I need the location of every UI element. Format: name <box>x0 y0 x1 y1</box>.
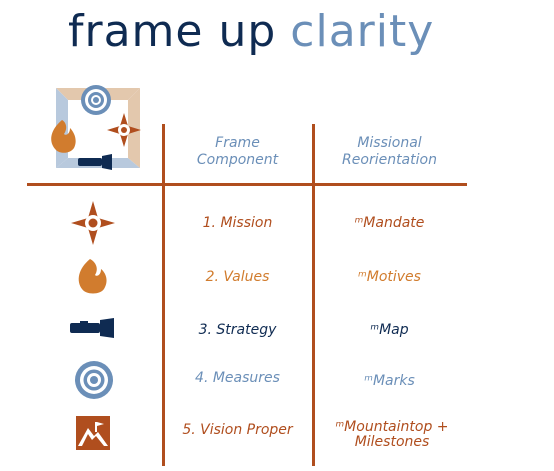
frame-composite-icon <box>48 80 148 172</box>
row-1-reorientation: ᵐMandate <box>354 215 425 231</box>
row-4-reorientation: ᵐMarks <box>364 373 415 389</box>
compass-star-icon <box>70 200 116 246</box>
column-header-frame-component: Frame Component <box>175 135 300 169</box>
column-header-frame-component-text: Frame Component <box>196 135 279 168</box>
title-word-clarity: clarity <box>290 6 435 57</box>
header-divider <box>27 183 467 186</box>
flame-icon <box>76 257 110 297</box>
column-divider-left <box>162 124 165 466</box>
row-2-component: 2. Values <box>205 269 270 285</box>
row-5-reorientation-text: ᵐMountaintop + Milestones <box>335 419 449 450</box>
flashlight-icon <box>70 318 116 338</box>
target-icon <box>74 360 114 400</box>
page-title: frame up clarity <box>68 6 434 58</box>
row-3-component: 3. Strategy <box>198 322 277 338</box>
column-header-missional-reorientation-text: Missional Reorientation <box>342 135 437 168</box>
mountain-icon <box>76 416 110 450</box>
row-5-component: 5. Vision Proper <box>182 422 293 438</box>
column-header-missional-reorientation: Missional Reorientation <box>322 135 457 169</box>
column-divider-right <box>312 124 315 466</box>
row-5-reorientation: ᵐMountaintop + Milestones <box>322 420 462 450</box>
row-2-reorientation: ᵐMotives <box>358 269 421 285</box>
title-word-frame-up: frame up <box>68 6 277 57</box>
row-3-reorientation: ᵐMap <box>370 322 409 338</box>
row-4-component: 4. Measures <box>195 370 280 386</box>
row-1-component: 1. Mission <box>202 215 273 231</box>
